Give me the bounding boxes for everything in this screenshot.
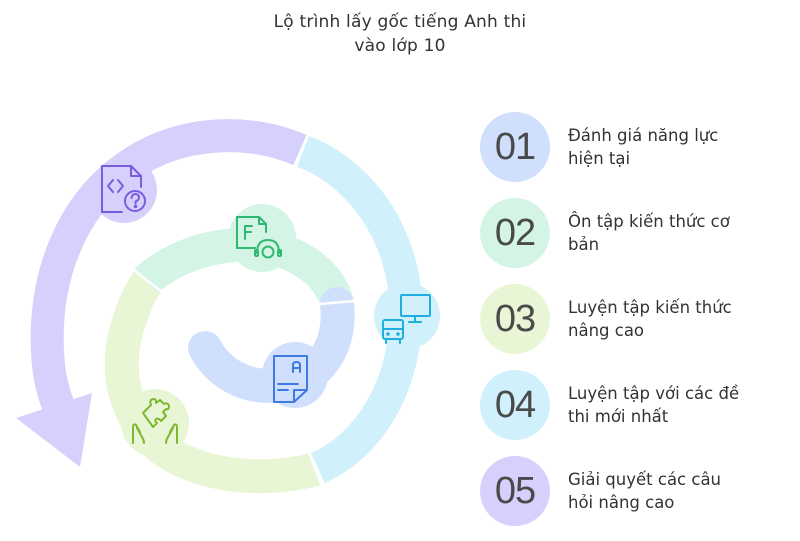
title-line-2: vào lớp 10 — [354, 36, 446, 56]
code-file-question-icon — [101, 165, 146, 213]
spiral-segment-mint — [134, 204, 354, 309]
spiral-segment-blue — [188, 287, 355, 408]
step-label-line-1: Luyện tập với các đề — [568, 384, 740, 403]
segment-separators — [130, 134, 356, 487]
step-item-05: 05 Giải quyết các câu hỏi nâng cao — [480, 456, 800, 526]
spiral-segment-lime — [104, 271, 321, 494]
diagram-title: Lộ trình lấy gốc tiếng Anh thi vào lớp 1… — [230, 10, 570, 58]
step-label-line-1: Đánh giá năng lực — [568, 126, 719, 145]
step-number-badge: 01 — [480, 112, 550, 182]
arrow-head-icon — [16, 393, 92, 467]
step-item-01: 01 Đánh giá năng lực hiện tại — [480, 112, 800, 182]
step-label-line-2: hỏi nâng cao — [568, 493, 675, 512]
step-label: Đánh giá năng lực hiện tại — [568, 124, 793, 170]
step-item-02: 02 Ôn tập kiến thức cơ bản — [480, 198, 800, 268]
step-label-line-2: bản — [568, 235, 600, 254]
step-label-line-2: thi mới nhất — [568, 407, 669, 426]
step-label-line-2: hiện tại — [568, 149, 631, 168]
step-label-line-1: Giải quyết các câu — [568, 470, 722, 489]
step-number-badge: 05 — [480, 456, 550, 526]
step-label: Ôn tập kiến thức cơ bản — [568, 210, 793, 256]
spiral-segment-purple — [16, 119, 307, 467]
title-line-1: Lộ trình lấy gốc tiếng Anh thi — [273, 12, 527, 32]
step-label: Luyện tập với các đề thi mới nhất — [568, 382, 793, 428]
hands-puzzle-icon — [132, 398, 178, 444]
step-number-badge: 03 — [480, 284, 550, 354]
spiral-diagram — [16, 119, 440, 494]
file-f-headset-icon — [236, 216, 282, 259]
document-a-icon — [273, 355, 308, 403]
step-number-badge: 04 — [480, 370, 550, 440]
step-item-03: 03 Luyện tập kiến thức nâng cao — [480, 284, 800, 354]
bus-monitor-icon — [382, 294, 431, 344]
step-label: Giải quyết các câu hỏi nâng cao — [568, 468, 793, 514]
step-label: Luyện tập kiến thức nâng cao — [568, 296, 793, 342]
step-label-line-1: Luyện tập kiến thức — [568, 298, 732, 317]
step-number-badge: 02 — [480, 198, 550, 268]
step-label-line-1: Ôn tập kiến thức cơ — [568, 212, 730, 231]
step-item-04: 04 Luyện tập với các đề thi mới nhất — [480, 370, 800, 440]
step-label-line-2: nâng cao — [568, 321, 645, 340]
